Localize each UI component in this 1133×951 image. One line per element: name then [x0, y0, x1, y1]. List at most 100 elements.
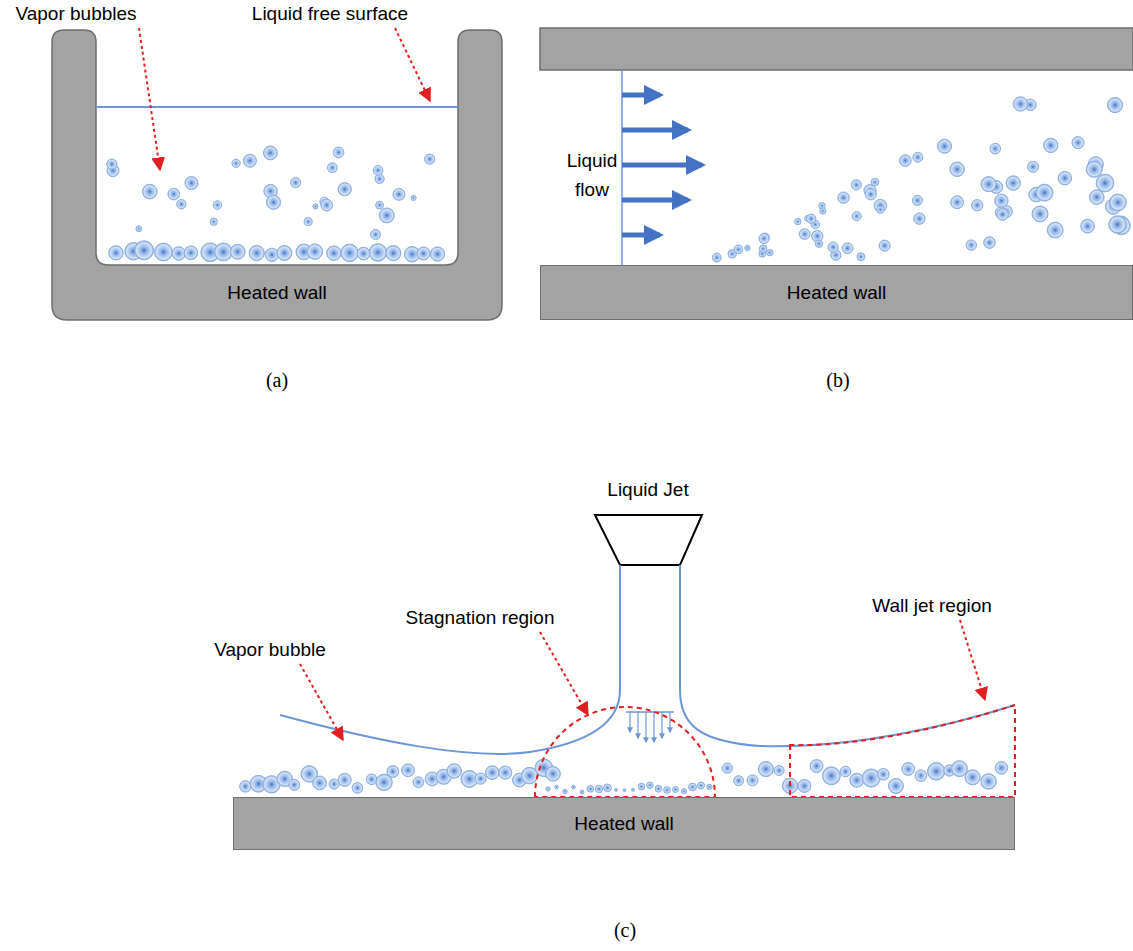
vapor-bubble: [327, 246, 341, 260]
vapor-bubble: [638, 783, 645, 790]
vapor-bubble: [842, 243, 853, 254]
vapor-bubble: [758, 761, 773, 776]
vapor-bubble: [1058, 171, 1071, 184]
vapor-bubble: [912, 195, 922, 205]
vapor-bubble: [430, 247, 444, 261]
vapor-bubble: [888, 778, 903, 793]
vapor-bubble: [185, 177, 198, 190]
heated-wall: Heated wall: [233, 797, 1015, 850]
vapor-bubble: [417, 247, 430, 260]
vapor-bubble: [357, 247, 370, 260]
vapor-bubble: [747, 775, 758, 786]
vapor-bubble: [563, 789, 567, 793]
vapor-bubble: [155, 243, 173, 261]
vapor-bubble: [972, 200, 983, 211]
vapor-bubble: [327, 163, 337, 173]
vapor-bubble: [604, 784, 612, 792]
vapor-bubble: [1086, 161, 1102, 177]
vapor-bubble: [722, 763, 732, 773]
vapor-bubble: [913, 152, 923, 162]
vapor-bubble: [1032, 206, 1048, 222]
leader-line: [960, 620, 985, 700]
leader-line: [300, 664, 343, 740]
vapor-bubble: [879, 240, 890, 251]
vapor-bubble: [623, 789, 626, 792]
vapor-bubble: [379, 208, 394, 223]
vapor-bubble: [289, 779, 300, 790]
vapor-bubble: [664, 787, 671, 794]
vapor-bubble: [393, 188, 405, 200]
vapor-bubble: [333, 147, 344, 158]
vapor-bubble: [1006, 176, 1020, 190]
callout-label: Stagnation region: [406, 607, 555, 629]
vapor-bubble: [820, 208, 826, 214]
vapor-bubble: [168, 188, 180, 200]
vapor-bubble: [795, 218, 801, 224]
vapor-bubble: [965, 770, 980, 785]
vapor-bubble: [951, 196, 964, 209]
heated-wall: Heated wall: [540, 265, 1133, 320]
callout-label: Vapor bubbles: [15, 3, 136, 25]
vapor-bubble: [951, 761, 967, 777]
vapor-bubble: [376, 201, 384, 209]
vapor-bubble: [851, 180, 861, 190]
vapor-bubble: [1109, 216, 1126, 233]
vapor-bubble: [338, 183, 351, 196]
vapor-bubble: [184, 246, 198, 260]
vapor-bubble: [387, 766, 399, 778]
vapor-bubble: [915, 770, 927, 782]
vapor-bubble: [386, 246, 401, 261]
vapor-bubble: [798, 779, 811, 792]
vapor-bubble: [313, 776, 327, 790]
vapor-bubble: [689, 783, 697, 791]
vapor-bubble: [1110, 194, 1127, 211]
nozzle: [595, 515, 702, 565]
flow-arrows: [622, 95, 702, 235]
vapor-bubble: [277, 245, 292, 260]
vapor-bubble: [745, 245, 750, 250]
vapor-bubble: [990, 143, 1001, 154]
vapor-bubble: [632, 788, 635, 791]
vapor-bubble: [232, 159, 240, 167]
vapor-bubble: [981, 177, 996, 192]
vapor-bubble: [673, 786, 679, 792]
vapor-bubble: [647, 782, 653, 788]
vapor-bubble: [1027, 161, 1038, 172]
vapor-bubble: [352, 783, 363, 794]
wall-label: Heated wall: [574, 813, 673, 835]
vapor-bubble: [210, 218, 217, 225]
vapor-bubble: [655, 785, 662, 792]
vapor-bubble: [997, 209, 1009, 221]
vapor-bubble: [214, 243, 232, 261]
top-plate: [540, 28, 1133, 70]
vapor-bubble: [107, 159, 117, 169]
leader-line: [139, 28, 160, 170]
panel-letter: (c): [614, 919, 636, 942]
vapor-bubble: [136, 226, 142, 232]
vapor-bubble: [1044, 138, 1058, 152]
vapor-bubble: [995, 762, 1008, 775]
vapor-bubble: [927, 763, 945, 781]
vapor-bubble: [1107, 97, 1122, 112]
vapor-bubble: [555, 785, 559, 789]
callout-label: Wall jet region: [872, 595, 992, 617]
vapor-bubble: [321, 199, 333, 211]
vapor-bubble: [485, 766, 499, 780]
vapor-bubble: [1036, 184, 1053, 201]
vapor-bubble: [878, 768, 890, 780]
callout-label: Vapor bubble: [214, 639, 326, 661]
vapor-bubble: [447, 764, 462, 779]
vapor-bubble: [937, 139, 951, 153]
vapor-bubble: [799, 229, 810, 240]
vapor-bubble: [615, 788, 618, 791]
vapor-bubble: [291, 178, 301, 188]
vapor-bubble: [109, 246, 123, 260]
vapor-bubble: [950, 162, 965, 177]
vapor-bubble: [759, 245, 766, 252]
vapor-bubble: [266, 195, 280, 209]
vapor-bubble: [373, 165, 383, 175]
vapor-bubble: [734, 776, 744, 786]
vapor-bubble: [213, 201, 222, 210]
vapor-bubble: [707, 784, 712, 789]
vapor-bubble: [172, 247, 186, 261]
